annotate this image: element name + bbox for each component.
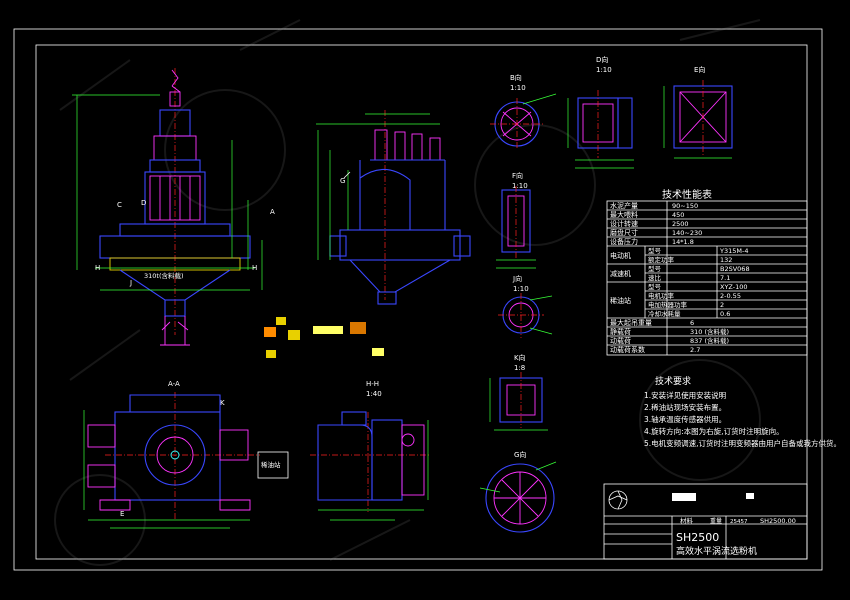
reducer-v1: B2SV068: [720, 265, 750, 273]
reducer-k2: 速比: [648, 273, 662, 282]
tech-row-3-label: 磨盘尺寸: [610, 228, 638, 237]
reducer-v2: 7.1: [720, 274, 730, 282]
section-view-h-h: H-H 1:40: [310, 380, 430, 521]
reducer-k1: 型号: [648, 264, 662, 273]
tail-row-0-label: 最大起吊重量: [610, 318, 652, 327]
title-block: 材料 重量 25457 SH2500.00 SH2500 高效水平涡流选粉机: [603, 483, 808, 560]
lube-v1: XYZ-100: [720, 283, 748, 291]
requirement-item-0: 1.安装详见使用安装说明: [644, 390, 726, 400]
main-elevation-view: C D H H J A 310t(含料载): [72, 68, 275, 346]
view-scale-h-h: 1:40: [366, 390, 382, 398]
e-view: E向: [663, 65, 733, 159]
j-view: J向 1:10: [498, 274, 553, 338]
view-title-e: E向: [694, 65, 705, 74]
lube-k1: 型号: [648, 282, 662, 291]
title-weight-label: 重量: [710, 517, 722, 525]
lube-v2: 2-0.55: [720, 292, 741, 300]
highlight-patches: [264, 317, 384, 358]
requirement-item-4: 5.电机变频调速,订货时注明变频器由用户自备或我方供货。: [644, 438, 841, 448]
main-label-h-left: H: [95, 264, 100, 272]
lube-label: 稀油站: [610, 296, 631, 305]
title-drawing-no: SH2500.00: [760, 517, 796, 525]
view-title-f: F向: [512, 171, 523, 180]
redacted-block-small: [746, 493, 754, 499]
plan-tag-lube: 稀油站: [261, 460, 281, 469]
side-label-g: G: [340, 177, 345, 185]
view-title-d: D向: [596, 55, 608, 64]
d-view: D向 1:10: [567, 55, 634, 169]
tail-row-2-label: 动载荷: [610, 336, 631, 345]
requirement-item-3: 4.旋转方向:本图为右旋,订货时注明旋向。: [644, 426, 784, 436]
g-view: G向: [479, 450, 557, 533]
view-scale-d: 1:10: [596, 66, 612, 74]
tech-row-0-label: 水泥产量: [610, 201, 638, 210]
view-title-j: J向: [512, 274, 522, 283]
tech-row-1-label: 最大喂料: [610, 210, 638, 219]
motor-v2: 132: [720, 256, 732, 264]
view-title-g: G向: [514, 450, 526, 459]
main-label-c: C: [117, 201, 122, 209]
view-scale-j: 1:10: [513, 285, 529, 293]
main-label-h-right: H: [252, 264, 257, 272]
plan-label-e: E: [120, 510, 124, 518]
motor-k1: 型号: [648, 246, 662, 255]
view-scale-k: 1:8: [514, 364, 525, 372]
redacted-block: [672, 493, 696, 501]
tech-table-title: 技术性能表: [662, 188, 712, 201]
title-weight-value: 25457: [730, 519, 748, 525]
tail-row-2-value: 837 (含料载): [690, 336, 729, 345]
view-title-k: K向: [514, 353, 526, 362]
tech-row-2-label: 设计转速: [610, 219, 638, 228]
main-label-a: A: [270, 208, 275, 216]
tech-row-3-value: 140~230: [672, 229, 702, 237]
view-title-h-h: H-H: [366, 380, 379, 388]
main-label-d: D: [141, 199, 146, 207]
tail-row-3-value: 2.7: [690, 346, 700, 354]
f-view: F向 1:10: [496, 171, 536, 269]
motor-v1: Y315M-4: [719, 247, 748, 255]
view-title-a-a: A-A: [168, 380, 180, 388]
tech-row-1-value: 450: [672, 211, 684, 219]
requirement-item-2: 3.轴承温度传感器供用。: [644, 414, 726, 424]
b-view: B向 1:10: [490, 73, 557, 150]
requirement-item-1: 2.稀油站现场安装布置。: [644, 402, 726, 412]
plan-label-k: K: [220, 399, 225, 407]
tech-row-2-value: 2500: [672, 220, 689, 228]
k-view: K向 1:8: [489, 353, 548, 431]
lube-k2: 电机功率: [648, 291, 675, 300]
tail-row-1-label: 静载荷: [610, 327, 631, 336]
tail-row-3-label: 动载荷系数: [610, 345, 645, 354]
motor-label: 电动机: [610, 251, 631, 260]
tech-requirements: 技术要求 1.安装详见使用安装说明 2.稀油站现场安装布置。 3.轴承温度传感器…: [644, 375, 841, 448]
lube-k3: 电加热器功率: [648, 300, 688, 309]
title-model: SH2500: [676, 531, 719, 544]
tech-row-0-value: 90~150: [672, 202, 698, 210]
tech-row-4-label: 设备压力: [610, 237, 638, 246]
plan-view-a-a: A-A 稀油站 E K: [83, 380, 289, 529]
lube-k4: 冷却水耗量: [648, 309, 681, 318]
tail-row-1-value: 310 (含料载): [690, 327, 729, 336]
inner-frame: [35, 44, 808, 560]
motor-k2: 额定功率: [648, 255, 675, 264]
outer-frame: [13, 28, 823, 571]
lube-v3: 2: [720, 301, 724, 309]
tail-row-0-value: 6: [690, 319, 694, 327]
reducer-label: 减速机: [610, 269, 631, 278]
view-scale-b: 1:10: [510, 84, 526, 92]
main-label-j: J: [129, 279, 132, 287]
requirements-title: 技术要求: [655, 375, 691, 387]
main-weight-note: 310t(含料载): [144, 271, 184, 280]
lube-v4: 0.6: [720, 310, 730, 318]
company-logo: [608, 490, 628, 510]
side-elevation-view: G: [316, 110, 471, 305]
title-name: 高效水平涡流选粉机: [676, 545, 757, 557]
tech-table: 技术性能表 水泥产量 90~150 最大喂料 450 设计转速 2500 磨盘尺…: [606, 188, 808, 356]
view-title-b: B向: [510, 73, 522, 82]
view-scale-f: 1:10: [512, 182, 528, 190]
tech-row-4-value: 14*1.8: [672, 238, 694, 246]
title-material-label: 材料: [680, 516, 694, 525]
